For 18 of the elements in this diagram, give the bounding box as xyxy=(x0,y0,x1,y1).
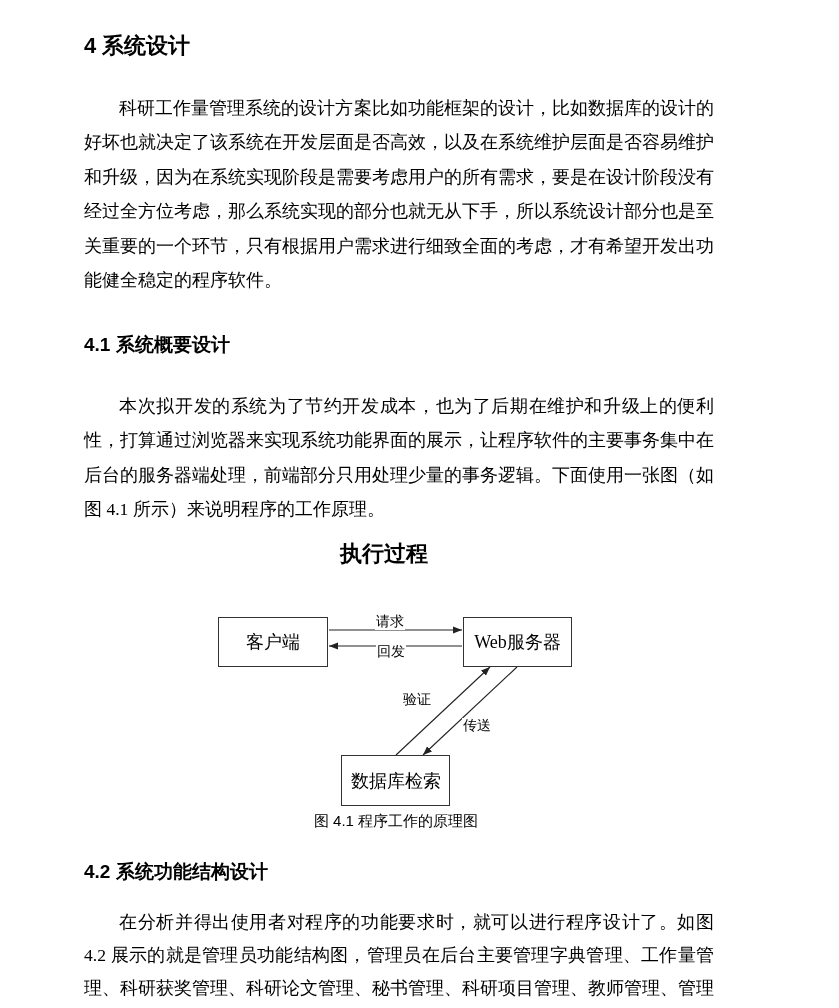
arrow xyxy=(328,626,463,634)
edge-label: 回发 xyxy=(376,644,406,660)
figure-caption: 图 4.1 程序工作的原理图 xyxy=(312,812,480,831)
arrow xyxy=(395,666,491,756)
subsection-heading: 4.2 系统功能结构设计 xyxy=(84,860,268,884)
edge-label: 验证 xyxy=(402,692,432,708)
diagram-title: 执行过程 xyxy=(338,540,429,568)
edge-label: 传送 xyxy=(462,718,492,734)
section-heading: 4 系统设计 xyxy=(84,32,191,60)
paragraph: 在分析并得出使用者对程序的功能要求时，就可以进行程序设计了。如图 4.2 展示的就是管理员功能结构图，管理员在后台主要管理字典管理、工作量管理、科研获奖管理、科研论文管理、秘书管理、科研项目管理、教师管理、管理 xyxy=(84,911,714,1000)
process-box: Web服务器 xyxy=(463,617,572,667)
process-box: 客户端 xyxy=(218,617,328,667)
process-box: 数据库检索 xyxy=(341,755,450,806)
subsection-heading: 4.1 系统概要设计 xyxy=(84,333,230,357)
paragraph: 本次拟开发的系统为了节约开发成本，也为了后期在维护和升级上的便利性，打算通过浏览器来实现系统功能界面的展示，让程序软件的主要事务集中在后台的服务器端处理，前端部分只用处理少量的事务逻辑。下面使用一张图（如图 4.1 所示）来说明程序的工作原理。 xyxy=(84,395,714,522)
paragraph: 科研工作量管理系统的设计方案比如功能框架的设计，比如数据库的设计的好坏也就决定了该系统在开发层面是否高效，以及在系统维护层面是否容易维护和升级，因为在系统实现阶段是需要考虑用户的所有需求，要是在设计阶段没有经过全方位考虑，那么系统实现的部分也就无从下手，所以系统设计部分也是至关重要的一个环节，只有根据用户需求进行细致全面的考虑，才有希望开发出功能健全稳定的程序软件。 xyxy=(84,97,714,293)
edge-label: 请求 xyxy=(375,614,405,630)
arrow xyxy=(422,666,518,756)
